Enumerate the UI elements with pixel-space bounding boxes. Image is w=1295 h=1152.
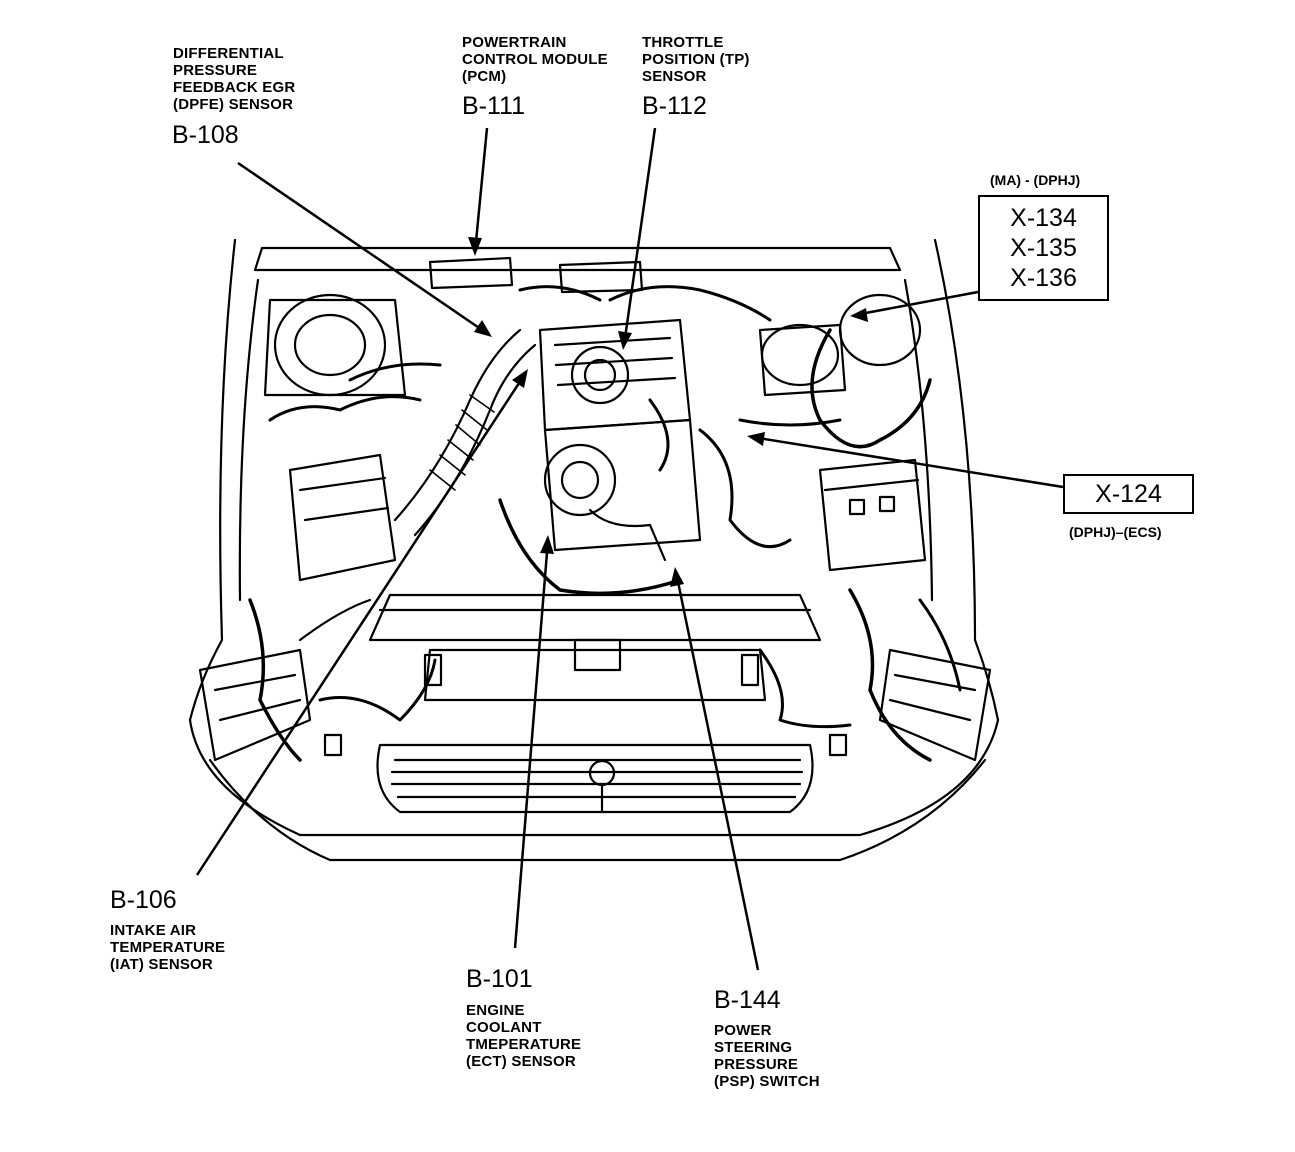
- battery: [818, 458, 927, 572]
- x134-connector-box: X-134 X-135 X-136: [978, 195, 1109, 301]
- hood-outline: [253, 246, 902, 272]
- b101-line-2: COOLANT: [466, 1019, 542, 1036]
- throttle-body: [570, 345, 630, 405]
- b112-description: THROTTLE POSITION (TP) SENSOR: [642, 34, 750, 85]
- arrowhead-b112: [618, 331, 632, 350]
- b144-line-3: PRESSURE: [714, 1056, 799, 1073]
- x124-caption: (DPHJ)–(ECS): [1069, 524, 1162, 540]
- b106-line-2: TEMPERATURE: [110, 939, 226, 956]
- b106-line-3: (IAT) SENSOR: [110, 956, 213, 973]
- arrowhead-b106: [512, 369, 528, 388]
- grille: [376, 743, 814, 814]
- fan-pulley: [543, 443, 617, 517]
- b112-line-1: THROTTLE: [642, 34, 724, 51]
- pcm-bracket: [428, 256, 514, 290]
- right-harness: [810, 328, 932, 449]
- x134-code: X-134: [1010, 204, 1077, 232]
- b108-description: DIFFERENTIAL PRESSURE FEEDBACK EGR (DPFE…: [173, 45, 295, 113]
- b112-code: B-112: [642, 92, 707, 120]
- leader-x134: [854, 290, 979, 317]
- x134-caption: (MA) - (DPHJ): [990, 172, 1081, 188]
- b144-code: B-144: [714, 986, 781, 1014]
- b106-line-1: INTAKE AIR: [110, 922, 197, 939]
- right-fender: [933, 238, 1000, 722]
- arrowhead-x124: [747, 432, 765, 446]
- b108-line-4: (DPFE) SENSOR: [173, 96, 294, 113]
- b108-line-2: PRESSURE: [173, 62, 258, 79]
- b112-line-2: POSITION (TP): [642, 51, 750, 68]
- leader-b144: [674, 571, 760, 971]
- b111-code: B-111: [462, 92, 526, 120]
- leader-b106: [195, 373, 527, 876]
- front-bumper: [188, 718, 1000, 837]
- left-harness: [248, 598, 302, 762]
- air-cleaner-box: [288, 453, 397, 582]
- b144-line-2: STEERING: [714, 1039, 793, 1056]
- b101-description: ENGINE COOLANT TMEPERATURE (ECT) SENSOR: [466, 1002, 581, 1070]
- arrowhead-b144: [670, 567, 684, 587]
- leader-x124: [751, 435, 1064, 489]
- leader-b108: [237, 161, 489, 336]
- right-fender-edge: [903, 278, 934, 602]
- b101-line-1: ENGINE: [466, 1002, 525, 1019]
- leader-b112: [622, 127, 657, 346]
- leader-b111: [473, 127, 489, 253]
- b108-code: B-108: [172, 121, 239, 149]
- x124-code: X-124: [1095, 480, 1162, 508]
- b111-line-1: POWERTRAIN: [462, 34, 567, 51]
- b144-description: POWER STEERING PRESSURE (PSP) SWITCH: [714, 1022, 820, 1090]
- arrowhead-b108: [474, 320, 492, 337]
- b111-line-2: CONTROL MODULE: [462, 51, 608, 68]
- leader-b101: [513, 539, 550, 949]
- arrowhead-x134: [850, 308, 868, 322]
- b101-line-3: TMEPERATURE: [466, 1036, 582, 1053]
- brake-booster: [273, 293, 387, 397]
- b106-code: B-106: [110, 886, 177, 914]
- x135-code: X-135: [1010, 234, 1077, 262]
- b111-description: POWERTRAIN CONTROL MODULE (PCM): [462, 34, 608, 85]
- center-harness: [498, 498, 682, 596]
- b144-line-1: POWER: [714, 1022, 772, 1039]
- b101-line-4: (ECT) SENSOR: [466, 1053, 576, 1070]
- b106-description: INTAKE AIR TEMPERATURE (IAT) SENSOR: [110, 922, 225, 973]
- arrowhead-b101: [540, 535, 554, 554]
- right-headlamp: [878, 648, 992, 762]
- front-cover: [543, 418, 702, 552]
- b111-line-3: (PCM): [462, 68, 507, 85]
- left-headlamp: [198, 648, 312, 762]
- x124-connector-box: X-124: [1063, 474, 1194, 514]
- upper-radiator-hose: [588, 508, 667, 562]
- b101-code: B-101: [466, 965, 533, 993]
- arrowhead-b111: [468, 237, 482, 256]
- lower-fascia: [208, 758, 987, 862]
- left-fender-edge: [238, 278, 260, 602]
- b108-line-1: DIFFERENTIAL: [173, 45, 284, 62]
- radiator-support: [368, 593, 822, 642]
- left-fender: [188, 238, 237, 722]
- right-shock-tower: [838, 293, 922, 367]
- b108-line-3: FEEDBACK EGR: [173, 79, 296, 96]
- x136-code: X-136: [1010, 264, 1077, 292]
- b144-line-4: (PSP) SWITCH: [714, 1073, 820, 1090]
- intake-duct: [393, 328, 522, 522]
- b112-line-3: SENSOR: [642, 68, 707, 85]
